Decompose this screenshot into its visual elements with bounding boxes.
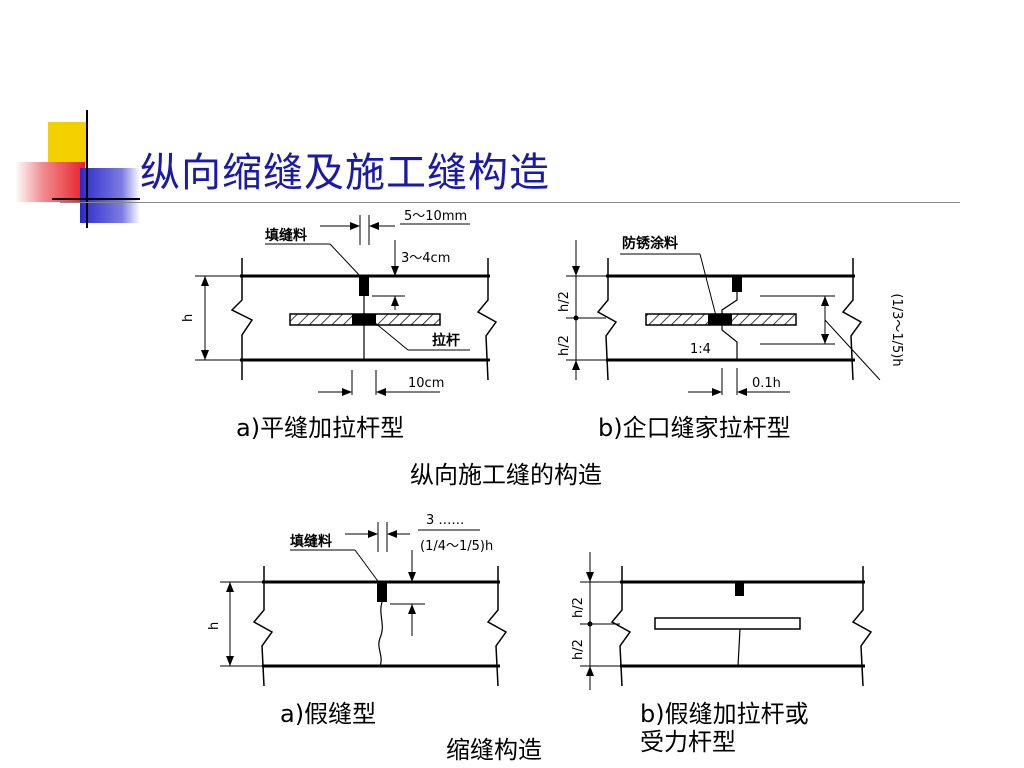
dim-side: (1/3～1/5)h: [889, 293, 904, 366]
logo-red-square: [15, 162, 85, 202]
page-title: 纵向缩缝及施工缝构造: [140, 150, 550, 196]
dim-bottom-half-bottom: h/2: [571, 639, 586, 660]
section-title-bottom: 缩缝构造: [446, 736, 542, 764]
diagram-bottom-left: h 3 …… (1/4～1/5)h 填缝料 a)假缝型: [207, 513, 508, 728]
logo-squares: [10, 110, 140, 230]
logo-vertical-line: [86, 110, 88, 228]
diagram-top-left: h 5～10mm 3～4cm 填缝料 拉杆 10cm a)平缝加拉杆型: [181, 209, 498, 442]
dim-top-half: h/2: [557, 291, 572, 312]
dim-depth-bottom: (1/4～1/5)h: [420, 539, 493, 554]
diagram-bottom-right: h/2 h/2 b)假缝加拉杆或 受力杆型: [571, 552, 873, 756]
dim-bottom-half: h/2: [557, 335, 572, 356]
dim-gap-bottom: 3 ……: [426, 513, 464, 528]
diagram-top-right: h/2 h/2 (1/3～1/5)h 防锈涂料 1:4 0.1h b)企口缝家拉…: [557, 235, 904, 442]
caption-bottom-right-line1: b)假缝加拉杆或: [640, 700, 809, 728]
dim-gap: 5～10mm: [404, 209, 467, 224]
logo-blue-square: [80, 168, 140, 223]
section-title-top: 纵向施工缝的构造: [410, 461, 602, 489]
title-divider: [60, 202, 960, 203]
caption-top-left: a)平缝加拉杆型: [236, 414, 404, 442]
logo-yellow-square: [48, 122, 88, 164]
logo-horizontal-line: [52, 198, 140, 200]
dim-h-bottom: h: [207, 622, 222, 630]
label-filler: 填缝料: [265, 227, 307, 244]
caption-top-right: b)企口缝家拉杆型: [598, 414, 791, 442]
dim-bottom: 10cm: [408, 376, 444, 391]
dim-depth: 3～4cm: [401, 251, 450, 266]
dim-h: h: [181, 314, 196, 322]
caption-bottom-right-line2: 受力杆型: [640, 728, 736, 756]
label-coating: 防锈涂料: [622, 235, 678, 252]
dim-bottom-right: 0.1h: [752, 376, 781, 391]
dim-top-half-bottom: h/2: [571, 597, 586, 618]
label-rod: 拉杆: [432, 332, 460, 349]
caption-bottom-left: a)假缝型: [280, 700, 376, 728]
dim-slope: 1:4: [690, 342, 711, 357]
label-filler-bottom: 填缝料: [290, 533, 332, 550]
